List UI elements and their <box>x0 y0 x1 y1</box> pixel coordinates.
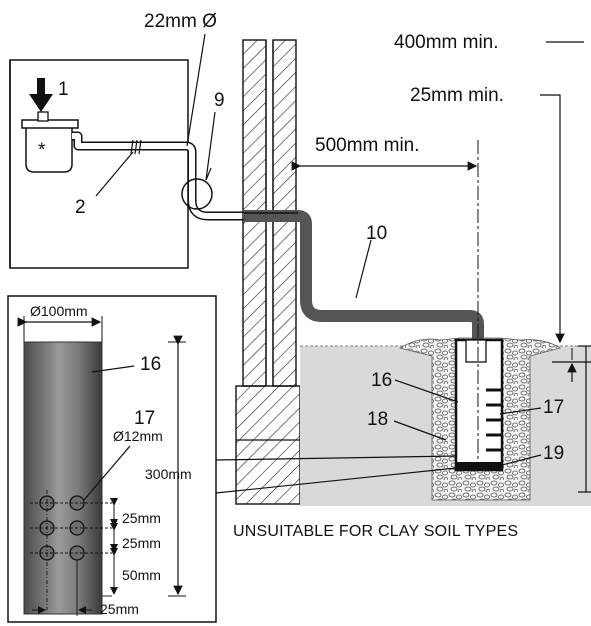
detail-circle-9 <box>181 178 213 210</box>
offset-label: 25mm <box>100 601 139 617</box>
dim-400-label: 400mm min. <box>394 32 499 53</box>
appliance-unit <box>9 59 189 269</box>
leader-9-line <box>205 111 216 181</box>
hole-diameter-label: Ø12mm <box>113 428 163 444</box>
arrow-number-label: 1 <box>58 79 69 100</box>
spacing-3-label: 50mm <box>122 567 161 583</box>
condensate-trap <box>21 111 79 173</box>
item-18-label: 18 <box>367 409 388 430</box>
leader-17 <box>499 407 542 415</box>
spacing-1-label: 25mm <box>122 510 161 526</box>
callout-line-top <box>215 455 457 461</box>
item-2-label: 2 <box>75 197 86 218</box>
drain-holes <box>30 490 112 610</box>
pipe-diameter-label: 22mm Ø <box>144 11 217 32</box>
spacing-2-label: 25mm <box>122 535 161 551</box>
leader-hole <box>83 445 131 501</box>
item-9-label: 9 <box>214 90 225 111</box>
asterisk-mark: * <box>38 140 46 161</box>
item-10-label: 10 <box>366 223 387 244</box>
ground-section <box>300 337 591 506</box>
callout-line-bottom <box>215 467 457 494</box>
dim-25-leader <box>540 94 565 344</box>
pipe-diameter-leader <box>186 33 206 147</box>
leader-16 <box>394 379 459 403</box>
down-arrow-icon <box>29 78 53 112</box>
item-17-label: 17 <box>543 397 564 418</box>
dim-500-label: 500mm min. <box>315 135 420 156</box>
condensate-pipe-internal <box>72 131 244 221</box>
soakaway-tube <box>454 338 504 472</box>
external-condensate-pipe <box>244 210 484 344</box>
detail-item-17-label: 17 <box>134 408 155 429</box>
tube-detail-panel <box>7 295 217 623</box>
detail-item-16-label: 16 <box>140 354 161 375</box>
pipe-joint-mark <box>130 139 142 155</box>
dim-25-label: 25mm min. <box>410 85 504 106</box>
leader-2 <box>95 151 134 197</box>
leader-10 <box>355 239 372 299</box>
item-19-label: 19 <box>543 443 564 464</box>
warning-caption: UNSUITABLE FOR CLAY SOIL TYPES <box>233 523 518 540</box>
leader-19 <box>497 454 542 467</box>
item-16-label: 16 <box>371 370 392 391</box>
leader-18 <box>393 420 447 441</box>
height-label: 300mm <box>145 466 192 482</box>
house-wall <box>235 39 301 505</box>
tube-diameter-label: Ø100mm <box>30 303 88 319</box>
